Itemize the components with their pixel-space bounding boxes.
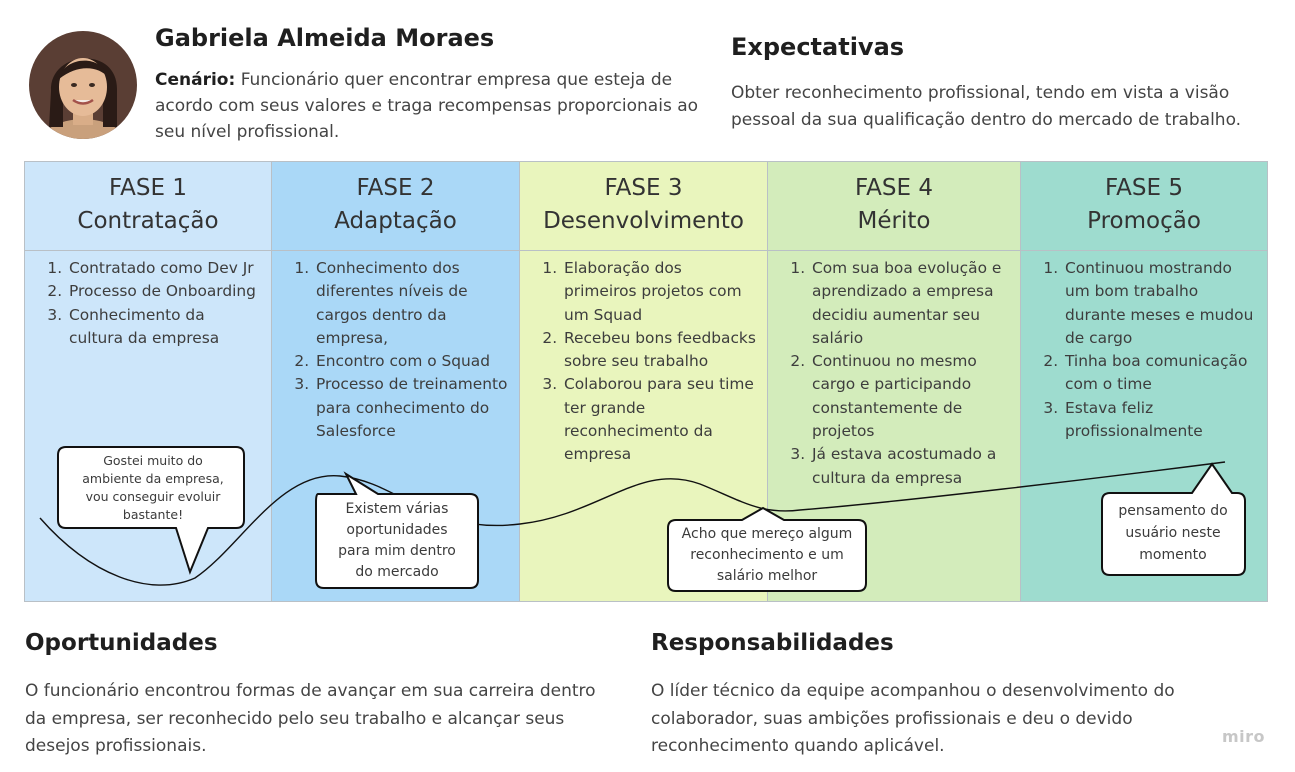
responsibilities-title: Responsabilidades	[651, 630, 894, 656]
expectations-text: Obter reconhecimento profissional, tendo…	[731, 83, 1242, 130]
phase-item: Conhecimento dos diferentes níveis de ca…	[314, 257, 511, 350]
phase-name: Adaptação	[334, 208, 457, 234]
phase-item: Colaborou para seu time ter grande recon…	[562, 373, 759, 466]
phase-item: Tinha boa comunicação com o time	[1063, 350, 1259, 397]
phase-item: Processo de treinamento para conheciment…	[314, 373, 511, 443]
phase-header: FASE 1 Contratação	[25, 162, 271, 251]
opportunities-text: O funcionário encontrou formas de avança…	[25, 681, 596, 756]
persona-name: Gabriela Almeida Moraes	[155, 24, 495, 52]
scenario-label: Cenário:	[155, 70, 236, 90]
phase-header: FASE 4 Mérito	[768, 162, 1020, 251]
phase-item: Estava feliz profissionalmente	[1063, 397, 1259, 444]
phase-header: FASE 2 Adaptação	[272, 162, 519, 251]
phase-item: Conhecimento da cultura da empresa	[67, 304, 263, 351]
opportunities-title: Oportunidades	[25, 630, 218, 656]
thought-bubble-1: Gostei muito do ambiente da empresa, vou…	[82, 453, 224, 522]
phase-name: Mérito	[857, 208, 931, 234]
phase-item: Contratado como Dev Jr	[67, 257, 263, 280]
phase-number: FASE 5	[1105, 175, 1183, 201]
phase-item: Elaboração dos primeiros projetos com um…	[562, 257, 759, 327]
phase-item: Continuou mostrando um bom trabalho dura…	[1063, 257, 1259, 350]
phase-item: Continuou no mesmo cargo e participando …	[810, 350, 1012, 443]
miro-watermark: miro	[1221, 727, 1265, 746]
phase-items: Conhecimento dos diferentes níveis de ca…	[314, 257, 511, 443]
phase-item: Com sua boa evolução e aprendizado a emp…	[810, 257, 1012, 350]
phase-items: Com sua boa evolução e aprendizado a emp…	[810, 257, 1012, 490]
phase-item: Processo de Onboarding	[67, 280, 263, 303]
thought-bubble-3: Acho que mereço algum reconhecimento e u…	[681, 526, 853, 584]
phase-number: FASE 2	[356, 175, 435, 201]
phase-number: FASE 4	[855, 175, 933, 201]
phase-name: Desenvolvimento	[543, 208, 744, 234]
phase-items: Contratado como Dev Jr Processo de Onboa…	[67, 257, 263, 350]
expectations-title: Expectativas	[731, 33, 905, 61]
phase-items: Continuou mostrando um bom trabalho dura…	[1063, 257, 1259, 443]
persona-avatar	[29, 31, 137, 139]
phase-number: FASE 3	[604, 175, 683, 201]
thought-bubble-4: pensamento do usuário neste momento	[1118, 503, 1228, 563]
phase-name: Promoção	[1087, 208, 1201, 234]
phase-item: Recebeu bons feedbacks sobre seu trabalh…	[562, 327, 759, 374]
phase-header: FASE 3 Desenvolvimento	[520, 162, 767, 251]
phase-item: Já estava acostumado a cultura da empres…	[810, 443, 1012, 490]
phase-header: FASE 5 Promoção	[1021, 162, 1267, 251]
phase-name: Contratação	[77, 208, 219, 234]
phase-number: FASE 1	[109, 175, 187, 201]
phase-item: Encontro com o Squad	[314, 350, 511, 373]
persona-scenario: Cenário: Funcionário quer encontrar empr…	[155, 67, 703, 145]
responsibilities-text: O líder técnico da equipe acompanhou o d…	[651, 681, 1175, 756]
thought-bubble-2: Existem várias oportunidades para mim de…	[338, 501, 456, 580]
phase-column-1: FASE 1 Contratação Contratado como Dev J…	[25, 162, 272, 601]
journey-board: FASE 1 Contratação Contratado como Dev J…	[24, 161, 1268, 602]
phase-items: Elaboração dos primeiros projetos com um…	[562, 257, 759, 467]
scenario-text: Funcionário quer encontrar empresa que e…	[155, 70, 699, 142]
